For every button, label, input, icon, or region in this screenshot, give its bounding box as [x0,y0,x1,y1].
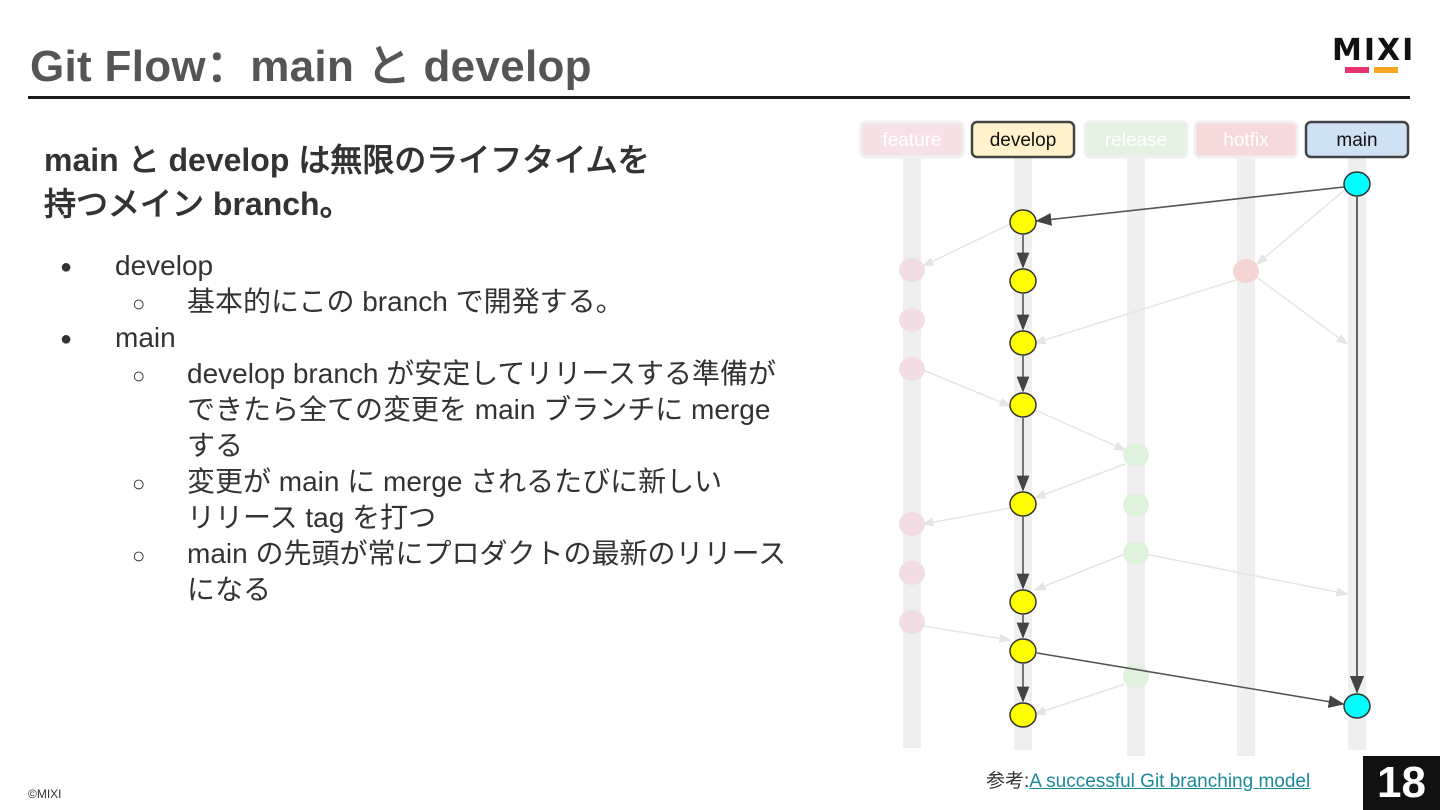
lead-statement: main と develop は無限のライフタイムを 持つメイン branch。 [44,138,744,226]
sub-bullet-text: develop branch が安定してリリースする準備ができたら全ての変更を … [187,356,797,464]
sub-bullet-text: 基本的にこの branch で開発する。 [187,284,797,320]
feature-commit [899,258,925,282]
title-divider [28,96,1410,99]
sub-bullet-line: develop branch が安定してリリースする準備が [187,358,777,389]
lead-line-1: main と develop は無限のライフタイムを [44,142,650,178]
faded-connector [1144,553,1349,597]
branch-lane [1237,158,1255,756]
develop-commit [1009,702,1037,728]
faded-connector [921,507,1011,527]
branch-label-box [1193,120,1299,159]
sub-bullet-line: リリース tag を打つ [187,502,437,533]
sub-bullet-line: になる [187,574,272,605]
bullet-dot: ● [60,328,73,350]
branch-label-box [1304,120,1410,159]
sub-bullet-text: 変更が main に merge されるたびに新しいリリース tag を打つ [187,464,797,536]
faded-connector [1033,553,1126,591]
faded-connector [1255,187,1348,265]
main-commit [1343,693,1371,719]
sub-bullet-marker: ○ [132,471,146,496]
logo-pink-bar [1345,67,1369,73]
branch-label-box [859,120,965,159]
feature-commit [899,308,925,332]
develop-commit [1009,330,1037,356]
branch-label-develop: develop [990,130,1057,151]
main-commit [1343,171,1371,197]
sub-bullet-marker: ○ [132,363,146,388]
branch-label-main: main [1336,130,1377,151]
develop-to-main-arrow [1036,652,1345,708]
sub-bullet-text: main の先頭が常にプロダクトの最新のリリースになる [187,536,797,608]
faded-connector [1033,683,1126,715]
develop-commit [1009,638,1037,664]
develop-commit [1009,491,1037,517]
sub-bullet-line: できたら全ての変更を main ブランチに merge [187,394,771,425]
page-number: 18 [1363,756,1440,810]
git-flow-diagram: feature develop release hotfix main [859,120,1410,756]
logo-wordmark: MIXI [1332,33,1416,68]
logo-orange-bar [1374,67,1398,73]
bullet-label: main [115,322,176,353]
feature-commit [899,357,925,381]
release-commit [1123,493,1149,517]
bullet-label: develop [115,250,214,281]
release-commit [1123,443,1149,467]
sub-bullet-line: 変更が main に merge されるたびに新しい [187,466,723,497]
sub-bullet-line: main の先頭が常にプロダクトの最新のリリース [187,538,787,569]
branch-label-box [970,120,1076,159]
copyright-notice: ©MIXI [28,787,62,801]
faded-connector [1033,273,1256,345]
slide-title: Git Flow：main と develop [30,42,592,91]
bullet-dot: ● [60,256,73,278]
branch-label-feature: feature [882,130,941,151]
reference-link[interactable]: A successful Git branching model [1029,771,1311,792]
release-commit [1123,541,1149,565]
branch-label-hotfix: hotfix [1223,130,1269,151]
sub-bullet-line: する [187,430,244,461]
mixi-logo: MIXI [1332,33,1416,75]
hotfix-commit [1233,259,1259,283]
develop-commit [1009,209,1037,235]
develop-commit [1009,392,1037,418]
branch-label-release: release [1105,130,1167,151]
sub-bullet-marker: ○ [132,291,146,316]
faded-connector [1033,463,1126,499]
sub-bullet-line: 基本的にこの branch で開発する。 [187,286,624,317]
reference-prefix: 参考: [986,771,1030,792]
reference: 参考:A successful Git branching model [986,766,1310,793]
sub-bullet-marker: ○ [132,543,146,568]
faded-connector [1254,275,1349,345]
feature-commit [899,610,925,634]
main-to-develop-arrow [1035,186,1345,226]
develop-commit [1009,268,1037,294]
faded-connector [1034,409,1127,451]
feature-commit [899,561,925,585]
faded-connector [921,223,1011,267]
faded-connector [922,625,1012,643]
lead-line-2: 持つメイン branch。 [44,186,352,222]
faded-connector [922,369,1012,407]
branch-lane [903,158,921,748]
develop-commit [1009,589,1037,615]
feature-commit [899,512,925,536]
branch-label-box [1083,120,1189,159]
